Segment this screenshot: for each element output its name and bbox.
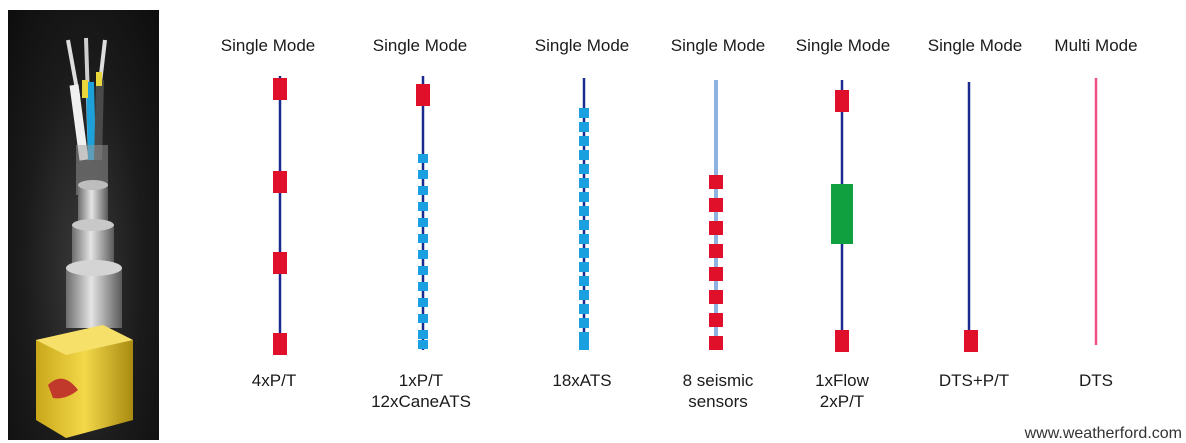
pt-sensor: [273, 252, 287, 274]
column-6-mode: Single Mode: [927, 36, 1023, 55]
seismic-sensor-array: [709, 175, 723, 350]
strand-18xats: [579, 78, 589, 350]
column-1-label: 4xP/T: [251, 371, 297, 390]
strand-4xpt: [273, 76, 287, 355]
pt-sensor: [273, 333, 287, 355]
strand-dts-pt: [964, 82, 978, 352]
column-3-mode: Single Mode: [534, 36, 630, 55]
strand-1xpt-12xcaneats: [416, 76, 430, 350]
column-4-label: 8 seismic sensors: [682, 371, 754, 411]
column-6-label: DTS+P/T: [938, 371, 1010, 390]
pt-sensor: [416, 84, 430, 106]
column-7-label: DTS: [1079, 371, 1113, 390]
pt-sensor: [964, 330, 978, 352]
ats-sensor-array: [579, 108, 589, 350]
fiber-optic-cable-illustration: [36, 37, 133, 438]
pt-sensor: [273, 171, 287, 193]
flow-sensor: [831, 184, 853, 244]
column-3-label: 18xATS: [552, 371, 612, 390]
cable-photo: [8, 10, 159, 440]
column-7-mode: Multi Mode: [1054, 36, 1138, 55]
column-5-mode: Single Mode: [795, 36, 891, 55]
source-credit: www.weatherford.com: [1024, 425, 1182, 442]
column-5-label: 1xFlow 2xP/T: [815, 371, 869, 411]
column-2-label: 1xP/T 12xCaneATS: [371, 371, 471, 411]
strand-8-seismic-sensors: [709, 80, 723, 350]
column-2-mode: Single Mode: [372, 36, 468, 55]
column-1-mode: Single Mode: [220, 36, 316, 55]
pt-sensor: [835, 90, 849, 112]
column-4-mode: Single Mode: [670, 36, 766, 55]
pt-sensor: [273, 78, 287, 100]
ats-sensor-array: [418, 154, 428, 349]
strand-1xflow-2xpt: [831, 80, 853, 352]
pt-sensor: [835, 330, 849, 352]
